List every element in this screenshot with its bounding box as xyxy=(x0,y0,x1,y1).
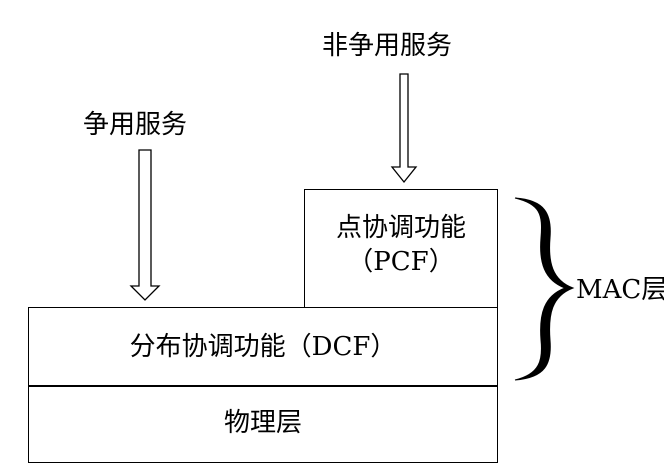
pcf-abbrev: （PCF） xyxy=(347,247,455,277)
dcf-box: 分布协调功能（DCF） xyxy=(28,307,498,387)
non-contention-service-label: 非争用服务 xyxy=(322,31,453,61)
pcf-box: 点协调功能 （PCF） xyxy=(304,189,498,308)
mac-layer-label: MAC层 xyxy=(576,275,664,305)
contention-service-label: 争用服务 xyxy=(83,110,188,140)
mac-layer-brace-icon xyxy=(514,197,575,381)
physical-layer-label: 物理层 xyxy=(223,408,302,438)
physical-layer-box: 物理层 xyxy=(28,385,498,463)
contention-arrow xyxy=(129,149,161,301)
non-contention-arrow xyxy=(390,73,418,184)
pcf-label: 点协调功能 xyxy=(335,213,466,243)
dcf-label: 分布协调功能（DCF） xyxy=(129,332,397,362)
